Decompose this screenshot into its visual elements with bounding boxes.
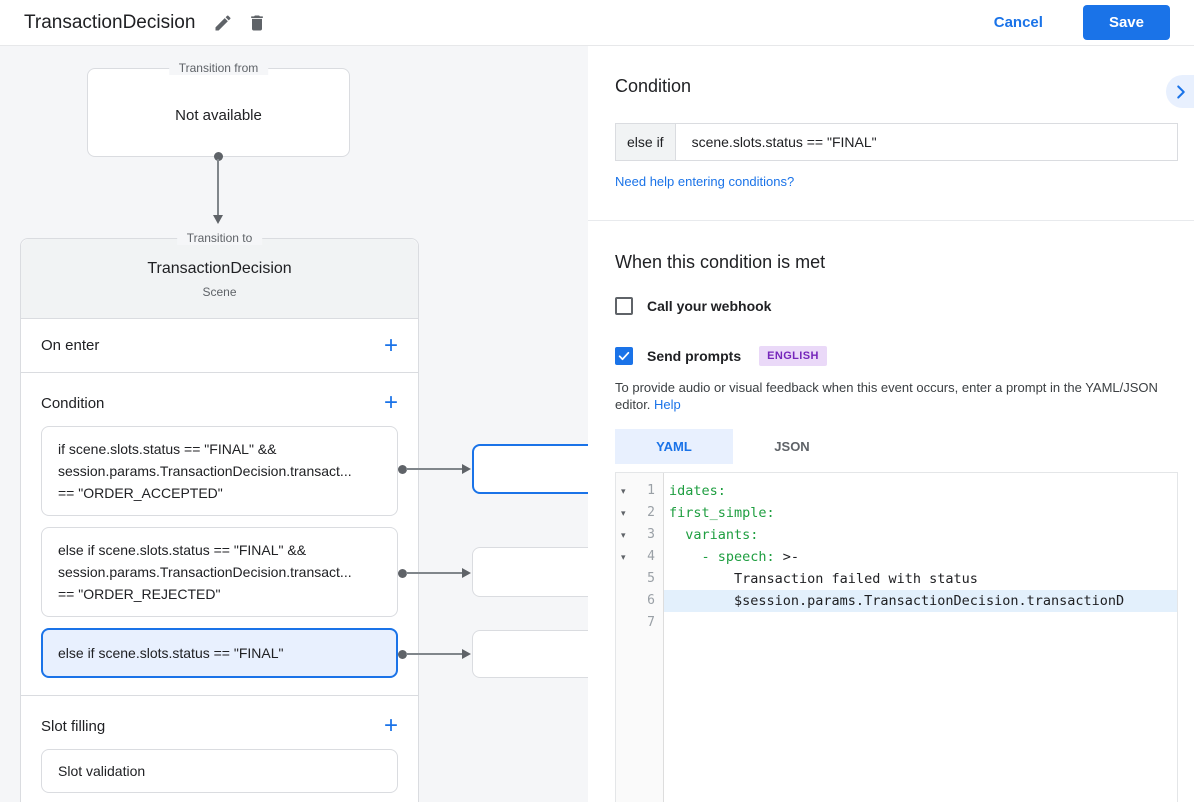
gutter-row: ▾4 [616, 546, 663, 568]
line-number: 3 [647, 527, 655, 542]
condition-value-field[interactable]: scene.slots.status == "FINAL" [691, 134, 877, 150]
slot-filling-row: Slot filling + [21, 696, 418, 749]
save-button[interactable]: Save [1082, 5, 1170, 40]
gutter-row: ▾1 [616, 480, 663, 502]
slot-validation-card[interactable]: Slot validation [41, 749, 398, 793]
line-number: 1 [647, 483, 655, 498]
collapse-panel-button[interactable] [1166, 75, 1194, 108]
cancel-button[interactable]: Cancel [993, 14, 1043, 31]
condition-card[interactable]: else if scene.slots.status == "FINAL" &&… [41, 527, 398, 617]
page-title: TransactionDecision [24, 11, 196, 33]
transition-from-box: Transition from Not available [87, 61, 350, 157]
on-enter-label: On enter [41, 337, 100, 354]
gutter-row: 7 [616, 612, 663, 634]
webhook-row: Call your webhook [615, 297, 1178, 315]
when-met-heading: When this condition is met [615, 252, 826, 272]
transition-to-box: Transition to TransactionDecision Scene … [20, 231, 419, 802]
send-prompts-checkbox[interactable] [615, 347, 633, 365]
gutter-row: ▾2 [616, 502, 663, 524]
chevron-right-icon [1177, 84, 1185, 99]
flow-canvas: Transition from Not available Transition… [0, 46, 588, 802]
connector-line [217, 159, 219, 215]
prompt-description: To provide audio or visual feedback when… [615, 379, 1178, 413]
connector-dot [214, 152, 223, 161]
tab-yaml[interactable]: YAML [615, 429, 733, 464]
code-line[interactable]: variants: [685, 527, 759, 543]
tab-json[interactable]: JSON [774, 439, 810, 454]
pencil-icon [215, 14, 231, 30]
condition-heading: Condition [615, 76, 692, 96]
transition-to-legend: Transition to [176, 231, 263, 245]
transition-from-legend: Transition from [168, 61, 269, 75]
line-number: 5 [647, 571, 655, 586]
condition-card-selected[interactable]: else if scene.slots.status == "FINAL" [41, 628, 398, 678]
condition-editor-section: Condition else if scene.slots.status == … [588, 46, 1194, 221]
code-line[interactable]: idates: [669, 483, 726, 499]
arrow-right-icon [462, 649, 471, 659]
condition-input[interactable]: else if scene.slots.status == "FINAL" [615, 123, 1178, 161]
detail-panel: Condition else if scene.slots.status == … [588, 46, 1194, 802]
scene-title: TransactionDecision [147, 260, 292, 277]
arrow-right-icon [462, 568, 471, 578]
line-number: 4 [647, 549, 655, 564]
code-line[interactable]: - speech: >- [701, 549, 800, 565]
condition-prefix: else if [616, 124, 676, 160]
on-enter-row: On enter + [21, 319, 418, 373]
condition-card[interactable]: if scene.slots.status == "FINAL" &&sessi… [41, 426, 398, 516]
conditions-help-link[interactable]: Need help entering conditions? [615, 174, 795, 189]
fold-arrow-icon[interactable]: ▾ [621, 530, 626, 540]
gutter-row: 6 [616, 590, 663, 612]
scene-header: TransactionDecision Scene [21, 239, 418, 319]
code-line[interactable]: $session.params.TransactionDecision.tran… [664, 590, 1177, 612]
transition-target[interactable] [472, 630, 588, 678]
connector-line [406, 572, 463, 574]
add-on-enter-icon[interactable]: + [383, 331, 398, 359]
prompt-description-text: To provide audio or visual feedback when… [615, 380, 1158, 412]
help-link[interactable]: Help [654, 397, 681, 412]
code-line[interactable]: first_simple: [669, 505, 775, 521]
language-badge: ENGLISH [759, 346, 827, 366]
send-prompts-row: Send prompts ENGLISH [615, 346, 1178, 366]
arrow-right-icon [462, 464, 471, 474]
code-line[interactable] [664, 612, 1177, 634]
line-number: 6 [647, 593, 655, 608]
add-condition-icon[interactable]: + [383, 389, 398, 416]
connector-line [406, 468, 463, 470]
check-icon [618, 351, 630, 361]
editor-tabs: YAML JSON [615, 429, 1178, 464]
arrow-down-icon [213, 215, 223, 224]
connector-dot [398, 650, 407, 659]
connector-dot [398, 569, 407, 578]
add-slot-icon[interactable]: + [383, 712, 398, 739]
send-prompts-label: Send prompts [647, 348, 742, 364]
condition-section-label: Condition [41, 394, 105, 412]
code-line[interactable]: Transaction failed with status [669, 571, 978, 587]
line-number: 2 [647, 505, 655, 520]
connector-line [406, 653, 463, 655]
fold-arrow-icon[interactable]: ▾ [621, 486, 626, 496]
delete-scene-button[interactable] [243, 9, 271, 37]
when-condition-met-section: When this condition is met Call your web… [588, 221, 1194, 802]
topbar: TransactionDecision Cancel Save [0, 0, 1194, 46]
edit-title-button[interactable] [209, 9, 237, 37]
transition-target[interactable] [472, 547, 588, 597]
slot-filling-label: Slot filling [41, 717, 106, 735]
line-number: 7 [647, 615, 655, 630]
scene-subtitle: Scene [202, 285, 237, 299]
transition-from-value: Not available [175, 107, 262, 124]
transition-target-selected[interactable] [472, 444, 588, 494]
connector-dot [398, 465, 407, 474]
gutter-row: 5 [616, 568, 663, 590]
call-webhook-checkbox[interactable] [615, 297, 633, 315]
condition-section: Condition + if scene.slots.status == "FI… [21, 373, 418, 696]
gutter-row: ▾3 [616, 524, 663, 546]
editor-code[interactable]: idates: first_simple: variants: - speech:… [664, 473, 1177, 802]
fold-arrow-icon[interactable]: ▾ [621, 552, 626, 562]
fold-arrow-icon[interactable]: ▾ [621, 508, 626, 518]
trash-icon [251, 15, 264, 30]
call-webhook-label: Call your webhook [647, 298, 772, 314]
